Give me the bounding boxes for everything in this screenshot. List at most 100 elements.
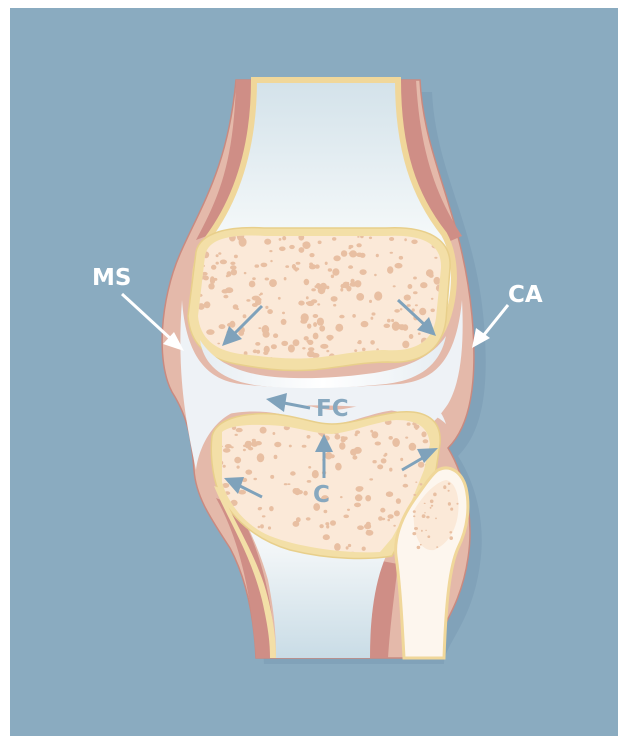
bone-pore <box>326 525 329 529</box>
bone-pore <box>216 254 219 257</box>
bone-pore <box>350 282 357 287</box>
bone-pore <box>231 269 237 275</box>
bone-pore <box>404 295 411 301</box>
bone-pore <box>430 507 432 509</box>
bone-pore <box>346 286 351 292</box>
bone-pore <box>405 437 408 439</box>
bone-pore <box>409 443 417 451</box>
bone-pore <box>347 509 350 511</box>
bone-pore <box>415 482 417 483</box>
bone-pore <box>307 324 311 329</box>
bone-pore <box>279 238 282 241</box>
bone-pore <box>252 277 256 280</box>
bone-pore <box>392 438 400 447</box>
bone-pore <box>319 524 323 528</box>
bone-pore <box>320 283 327 291</box>
bone-pore <box>413 494 416 496</box>
bone-pore <box>341 436 346 439</box>
bone-pore <box>348 247 351 249</box>
bone-pore <box>414 527 418 530</box>
bone-pore <box>352 455 357 459</box>
bone-pore <box>246 299 250 302</box>
bone-pore <box>418 333 421 335</box>
bone-pore <box>352 314 356 318</box>
bone-pore <box>308 466 311 469</box>
bone-pore <box>281 341 288 346</box>
bone-pore <box>448 490 450 492</box>
bone-pore <box>260 524 264 528</box>
bone-pore <box>331 296 338 302</box>
bone-pore <box>287 483 290 485</box>
bone-pore <box>282 312 285 315</box>
bone-pore <box>423 439 429 443</box>
bone-pore <box>424 512 426 513</box>
bone-pore <box>260 427 267 434</box>
bone-pore <box>223 295 228 299</box>
bone-pore <box>374 291 382 300</box>
bone-pore <box>396 498 401 504</box>
bone-pore <box>299 301 303 304</box>
bone-pore <box>316 283 321 289</box>
bone-pore <box>434 277 441 285</box>
bone-pore <box>399 324 406 330</box>
bone-pore <box>253 478 257 480</box>
bone-pore <box>249 281 256 288</box>
bone-pore <box>346 282 349 284</box>
bone-pore <box>431 309 435 313</box>
bone-pore <box>296 262 301 265</box>
bone-pore <box>400 458 403 461</box>
bone-pore <box>389 468 392 472</box>
bone-pore <box>299 247 305 253</box>
bone-pore <box>268 526 271 529</box>
bone-pore <box>313 333 319 340</box>
bone-pore <box>332 268 339 276</box>
bone-pore <box>335 434 341 440</box>
bone-pore <box>354 349 357 352</box>
bone-pore <box>411 240 417 245</box>
bone-pore <box>421 431 426 437</box>
bone-pore <box>415 304 418 306</box>
bone-pore <box>285 265 289 268</box>
bone-pore <box>335 324 343 332</box>
bone-pore <box>318 241 322 245</box>
label-ca: CA <box>508 282 543 308</box>
bone-pore <box>267 309 273 314</box>
bone-pore <box>248 441 251 444</box>
bone-pore <box>319 325 325 331</box>
bone-pore <box>324 510 328 513</box>
bone-pore <box>312 353 320 358</box>
bone-pore <box>394 510 400 516</box>
bone-pore <box>230 265 237 269</box>
bone-pore <box>258 327 261 329</box>
bone-pore <box>333 255 340 261</box>
bone-pore <box>273 333 278 338</box>
label-c: C <box>313 482 330 508</box>
bone-pore <box>210 276 214 281</box>
bone-pore <box>284 277 287 280</box>
bone-pore <box>307 480 312 483</box>
bone-pore <box>220 260 227 265</box>
bone-pore <box>306 296 309 299</box>
bone-pore <box>333 304 336 307</box>
bone-pore <box>313 314 319 318</box>
bone-pore <box>257 453 265 462</box>
bone-pore <box>325 522 329 525</box>
bone-pore <box>334 543 341 551</box>
bone-pore <box>381 458 387 463</box>
bone-pore <box>366 530 369 532</box>
bone-pore <box>399 256 403 260</box>
bone-pore <box>253 349 258 353</box>
bone-pore <box>339 442 345 449</box>
label-ms: MS <box>92 265 131 291</box>
bone-pore <box>420 282 427 288</box>
bone-pore <box>392 322 400 331</box>
bone-pore <box>434 257 437 259</box>
bone-pore <box>355 494 363 501</box>
bone-pore <box>278 297 281 300</box>
bone-pore <box>306 340 311 343</box>
bone-pore <box>323 534 330 540</box>
bone-pore <box>325 262 328 265</box>
bone-pore <box>395 263 403 269</box>
bone-pore <box>313 322 317 327</box>
